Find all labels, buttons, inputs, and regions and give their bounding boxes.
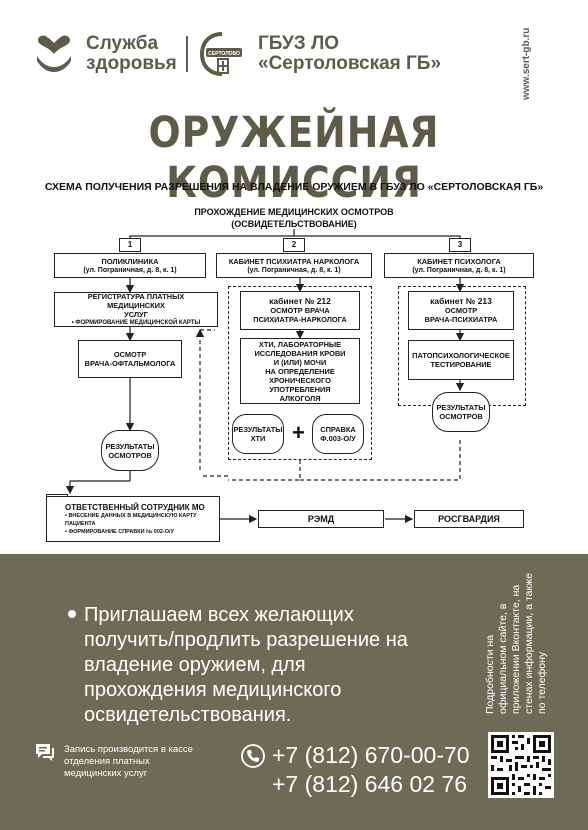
cabinet-213-line3: ВРАЧА-ПСИХИАТРА	[424, 315, 498, 324]
qr-code[interactable]	[488, 732, 554, 798]
responsible-employee-bullet1: • ВНЕСЕНИЕ ДАННЫХ В МЕДИЦИНСКУЮ КАРТУ ПА…	[65, 512, 197, 527]
ophthalmologist-line2: ВРАЧА-ОФТАЛЬМОЛОГА	[84, 359, 176, 368]
details-note: Подробности на официальном сайте, в прил…	[484, 566, 556, 714]
results-col3-line1: РЕЗУЛЬТАТЫ	[436, 403, 486, 412]
cabinet-212-box: кабинет № 212 ОСМОТР ВРАЧА ПСИХИАТРА-НАР…	[240, 291, 360, 330]
lab-tests-box: ХТИ, ЛАБОРАТОРНЫЕ ИССЛЕДОВАНИЯ КРОВИ И (…	[240, 338, 360, 404]
lab-tests-line4: НА ОПРЕДЕЛЕНИЕ	[265, 366, 335, 376]
invitation-line4: прохождения медицинского	[84, 679, 342, 701]
cabinet-213-number: кабинет № 213	[430, 296, 492, 306]
hospital-emblem-icon: СЕРТОЛОВО	[199, 32, 242, 76]
plus-sign: +	[292, 420, 305, 445]
results-col1-box: РЕЗУЛЬТАТЫ ОСМОТРОВ	[101, 430, 159, 471]
header-divider	[186, 36, 188, 72]
psychologist-office-address: (ул. Пограничная, д. 8, к. 1)	[412, 266, 506, 274]
ophthalmologist-box: ОСМОТР ВРАЧА-ОФТАЛЬМОЛОГА	[78, 340, 182, 378]
lab-tests-line5: ХРОНИЧЕСКОГО УПОТРЕБЛЕНИЯ	[269, 375, 331, 394]
step-number-2: 2	[283, 238, 305, 252]
lab-tests-line3: И (ИЛИ) МОЧИ	[273, 357, 327, 367]
polyclinic-address: (ул. Пограничная, д. 8, к. 1)	[83, 266, 177, 274]
heart-hands-icon	[37, 35, 71, 72]
subtitle: СХЕМА ПОЛУЧЕНИЯ РАЗРЕШЕНИЯ НА ВЛАДЕНИЕ О…	[44, 181, 544, 193]
flow-heading: ПРОХОЖДЕНИЕ МЕДИЦИНСКИХ ОСМОТРОВ (ОСВИДЕ…	[120, 206, 468, 230]
registry-bullet: • ФОРМИРОВАНИЕ МЕДИЦИНСКОЙ КАРТЫ	[71, 319, 201, 326]
registration-note: Запись производится в кассе отделения пл…	[64, 744, 234, 780]
polyclinic-title: ПОЛИКЛИНИКА	[101, 256, 159, 266]
cabinet-212-line3: ПСИХИАТРА-НАРКОЛОГА	[253, 315, 347, 324]
cabinet-212-number: кабинет № 212	[269, 296, 331, 306]
invitation-text: Приглашаем всех желающих получить/продли…	[84, 603, 464, 728]
brand-line1: Служба	[86, 33, 159, 54]
main-title: ОРУЖЕЙНАЯ КОМИССИЯ	[148, 108, 440, 208]
speech-bubble-icon	[36, 744, 54, 761]
narcologist-office-title: КАБИНЕТ ПСИХИАТРА НАРКОЛОГА	[228, 256, 360, 266]
polyclinic-box: ПОЛИКЛИНИКА (ул. Пограничная, д. 8, к. 1…	[54, 253, 206, 278]
narcologist-office-box: КАБИНЕТ ПСИХИАТРА НАРКОЛОГА (ул. Пограни…	[216, 253, 372, 278]
certificate-003-line1: СПРАВКА	[320, 425, 356, 434]
pathopsych-test-line1: ПАТОПСИХОЛОГИЧЕСКОЕ	[412, 351, 510, 360]
psychologist-office-box: КАБИНЕТ ПСИХОЛОГА (ул. Пограничная, д. 8…	[384, 253, 534, 278]
results-col3-box: РЕЗУЛЬТАТЫ ОСМОТРОВ	[432, 392, 490, 432]
certificate-003-box: СПРАВКА Ф.003-О/У	[312, 414, 364, 454]
hti-results-line2: ХТИ	[250, 434, 266, 443]
responsible-employee-title: ОТВЕТСТВЕННЫЙ СОТРУДНИК МО	[65, 502, 205, 512]
cabinet-212-line2: ОСМОТР ВРАЧА	[270, 306, 330, 315]
cabinet-213-box: кабинет № 213 ОСМОТР ВРАЧА-ПСИХИАТРА	[408, 291, 514, 330]
ophthalmologist-line1: ОСМОТР	[113, 350, 147, 359]
results-col3-line2: ОСМОТРОВ	[439, 412, 483, 421]
cabinet-213-line2: ОСМОТР	[444, 306, 478, 315]
lab-tests-line2: ИССЛЕДОВАНИЯ КРОВИ	[254, 348, 346, 358]
pathopsych-test-box: ПАТОПСИХОЛОГИЧЕСКОЕ ТЕСТИРОВАНИЕ	[408, 340, 514, 380]
brand-name: Служба здоровья	[86, 34, 177, 74]
phone-icon	[241, 744, 265, 768]
pathopsych-test-line2: ТЕСТИРОВАНИЕ	[430, 360, 492, 369]
phone-number-1[interactable]: +7 (812) 670-00-70	[272, 742, 470, 768]
emblem-text: СЕРТОЛОВО	[208, 51, 240, 57]
org-line1: ГБУЗ ЛО	[258, 33, 340, 54]
lab-tests-line1: ХТИ, ЛАБОРАТОРНЫЕ	[258, 339, 342, 349]
invitation-line1: Приглашаем всех желающих	[84, 604, 354, 626]
hti-results-line1: РЕЗУЛЬТАТЫ	[233, 425, 283, 434]
hti-results-box: РЕЗУЛЬТАТЫ ХТИ	[232, 414, 284, 454]
registration-note-line3: медицинских услуг	[64, 768, 148, 779]
responsible-employee-bullet2: • ФОРМИРОВАНИЕ СПРАВКИ № 002-О/У	[65, 528, 175, 535]
org-line2: «Сертоловская ГБ»	[258, 53, 442, 74]
phone-number-2[interactable]: +7 (812) 646 02 76	[272, 771, 468, 797]
narcologist-dashed-group	[228, 286, 372, 460]
brand-line2: здоровья	[86, 53, 177, 74]
registration-note-line2: отделения платных	[64, 756, 150, 767]
registry-line2: УСЛУГ	[124, 309, 148, 319]
narcologist-office-address: (ул. Пограничная, д. 8, к. 1)	[247, 266, 341, 274]
flow-heading-line2: (ОСВИДЕТЕЛЬСТВОВАНИЕ)	[231, 219, 357, 229]
remd-box: РЭМД	[258, 510, 384, 528]
results-col1-line2: ОСМОТРОВ	[108, 450, 152, 460]
certificate-003-line2: Ф.003-О/У	[320, 434, 356, 443]
results-col1-line1: РЕЗУЛЬТАТЫ	[105, 441, 155, 451]
details-text: Подробности на официальном сайте, в прил…	[484, 573, 548, 714]
registry-box: РЕГИСТРАТУРА ПЛАТНЫХ МЕДИЦИНСКИХ УСЛУГ •…	[54, 292, 218, 327]
registration-note-line1: Запись производится в кассе	[64, 744, 193, 755]
responsible-employee-box: ОТВЕТСТВЕННЫЙ СОТРУДНИК МО • ВНЕСЕНИЕ ДА…	[46, 496, 220, 542]
org-name: ГБУЗ ЛО «Сертоловская ГБ»	[258, 34, 441, 74]
step-number-1: 1	[119, 238, 141, 252]
registry-line1: РЕГИСТРАТУРА ПЛАТНЫХ МЕДИЦИНСКИХ	[87, 291, 185, 310]
psychologist-office-title: КАБИНЕТ ПСИХОЛОГА	[417, 256, 501, 266]
lab-tests-line6: АЛКОГОЛЯ	[279, 393, 321, 403]
flow-heading-line1: ПРОХОЖДЕНИЕ МЕДИЦИНСКИХ ОСМОТРОВ	[194, 207, 394, 217]
bullet-dot	[68, 610, 76, 618]
invitation-line2: получить/продлить разрешение на	[84, 629, 408, 651]
flow-connectors	[65, 229, 465, 524]
invitation-line5: освидетельствования.	[84, 704, 292, 726]
invitation-line3: владение оружием, для	[84, 654, 306, 676]
rosgvardia-box: РОСГВАРДИЯ	[414, 510, 524, 528]
step-number-3: 3	[449, 238, 471, 252]
